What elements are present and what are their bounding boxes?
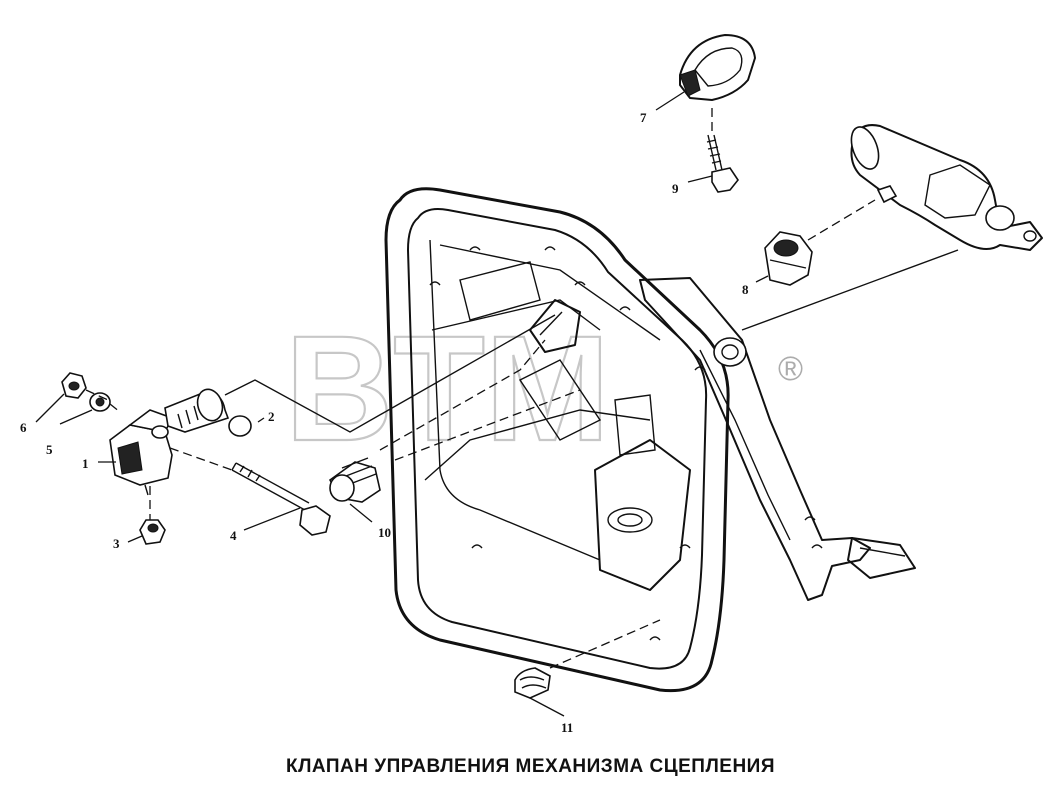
watermark: BTM ® [284,303,803,473]
part-6-nut [61,372,87,399]
shaft-clip [876,185,898,204]
part-10-plug [328,457,381,503]
callout-7: 7 [640,110,647,125]
callout-8: 8 [742,282,749,297]
clutch-pedal-arm [639,277,916,601]
part-11-spring-clip [514,667,551,699]
callout-6: 6 [20,420,27,435]
part-3-nut [139,519,166,545]
callout-numbers: 1 2 3 4 5 6 7 8 9 10 11 [20,110,749,735]
callout-11: 11 [561,720,573,735]
callout-leaders [35,91,769,717]
part-2-o-ring [228,415,252,437]
callout-9: 9 [672,181,679,196]
callout-2: 2 [268,409,275,424]
diagram-caption: КЛАПАН УПРАВЛЕНИЯ МЕХАНИЗМА СЦЕПЛЕНИЯ [285,756,775,777]
part-4-long-bolt [231,462,331,536]
callout-4: 4 [230,528,237,543]
pedal-bracket-frame [384,187,730,693]
part-9-bolt [706,134,739,193]
part-7-clamp [679,34,756,101]
callout-5: 5 [46,442,53,457]
assembly-lines [85,108,959,669]
callout-10: 10 [378,525,391,540]
callout-1: 1 [82,456,89,471]
watermark-registered-mark: ® [778,350,803,388]
part-8-bushing [764,231,813,286]
pedal-shaft [850,124,1043,251]
watermark-text: BTM [285,304,610,472]
callout-3: 3 [113,536,120,551]
part-1-valve-body [109,388,230,496]
part-5-washer [89,392,111,412]
